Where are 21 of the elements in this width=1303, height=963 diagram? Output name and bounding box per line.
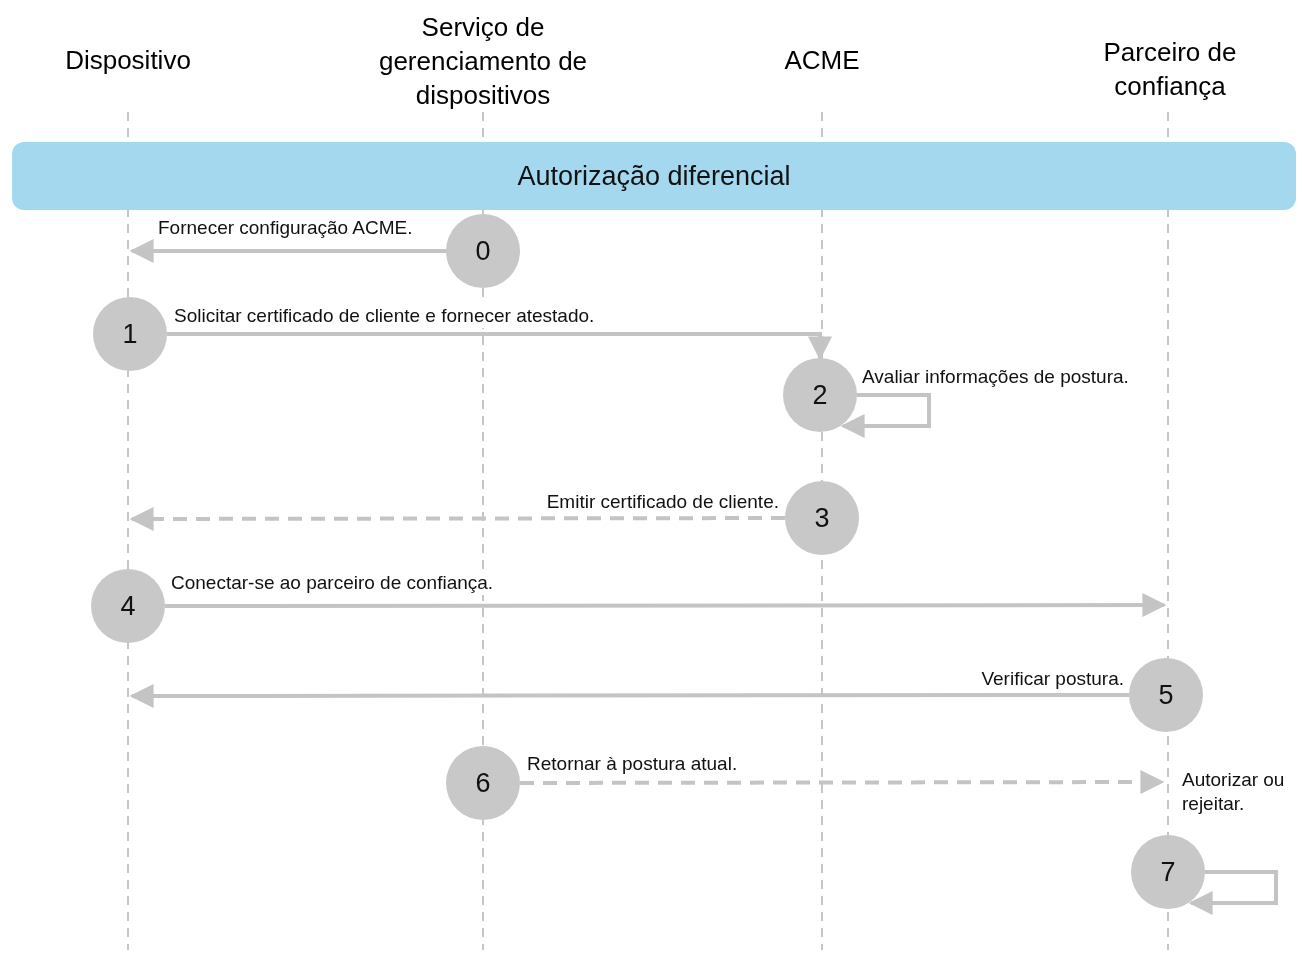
arrow: [840, 393, 931, 438]
step-circle: 4: [91, 569, 165, 643]
step-circle: 2: [783, 358, 857, 432]
arrow: [129, 506, 785, 531]
step-circle: 5: [1129, 658, 1203, 732]
step-circle: 6: [446, 746, 520, 820]
arrow: [129, 239, 446, 263]
lifeline-header: Serviço de gerenciamento de dispositivos: [363, 10, 603, 112]
arrow: [129, 684, 1129, 708]
step-circle: 0: [446, 214, 520, 288]
step-circle: 1: [93, 297, 167, 371]
arrow: [520, 770, 1165, 795]
lifeline-header: Parceiro de confiança: [1050, 35, 1290, 103]
lifeline-header: Dispositivo: [8, 43, 248, 77]
arrow: [167, 332, 832, 361]
step-circle: 7: [1131, 835, 1205, 909]
arrow: [1188, 870, 1278, 915]
arrow: [165, 593, 1167, 617]
lifeline-header: ACME: [702, 43, 942, 77]
step-circle: 3: [785, 481, 859, 555]
phase-band: Autorização diferencial: [12, 142, 1296, 210]
